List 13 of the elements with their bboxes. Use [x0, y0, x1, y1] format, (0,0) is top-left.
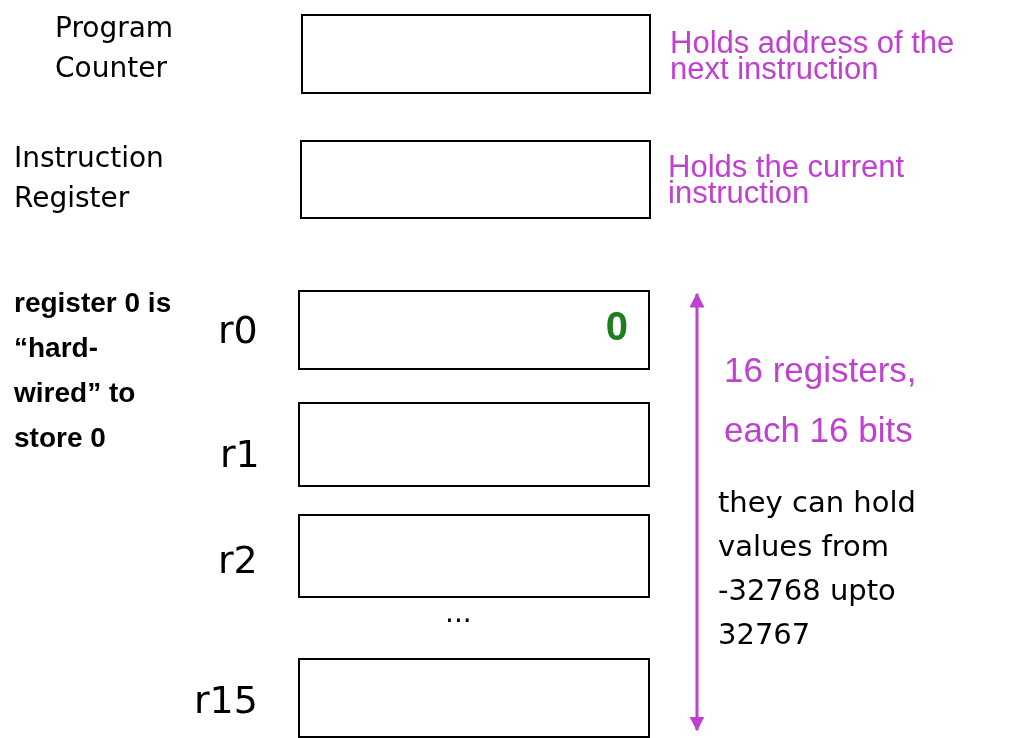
ellipsis: ... [445, 596, 472, 629]
register-label: r1 [220, 432, 260, 476]
register-label: r2 [218, 538, 258, 582]
note-text: register 0 is “hard-wired” to store 0 [14, 286, 173, 455]
stored-value: 0 [605, 303, 628, 350]
register-label: r0 [218, 308, 258, 352]
register-label: r15 [194, 678, 258, 722]
note-text: Holds the current instruction [668, 154, 906, 206]
note-text: Holds address of the next instruction [670, 30, 956, 82]
register-label: Instruction Register [14, 140, 165, 216]
register-label: Program Counter [55, 10, 175, 86]
note-text: they can hold values from -32768 upto 32767 [718, 484, 917, 653]
note-text: 16 registers, each 16 bits [724, 349, 918, 451]
